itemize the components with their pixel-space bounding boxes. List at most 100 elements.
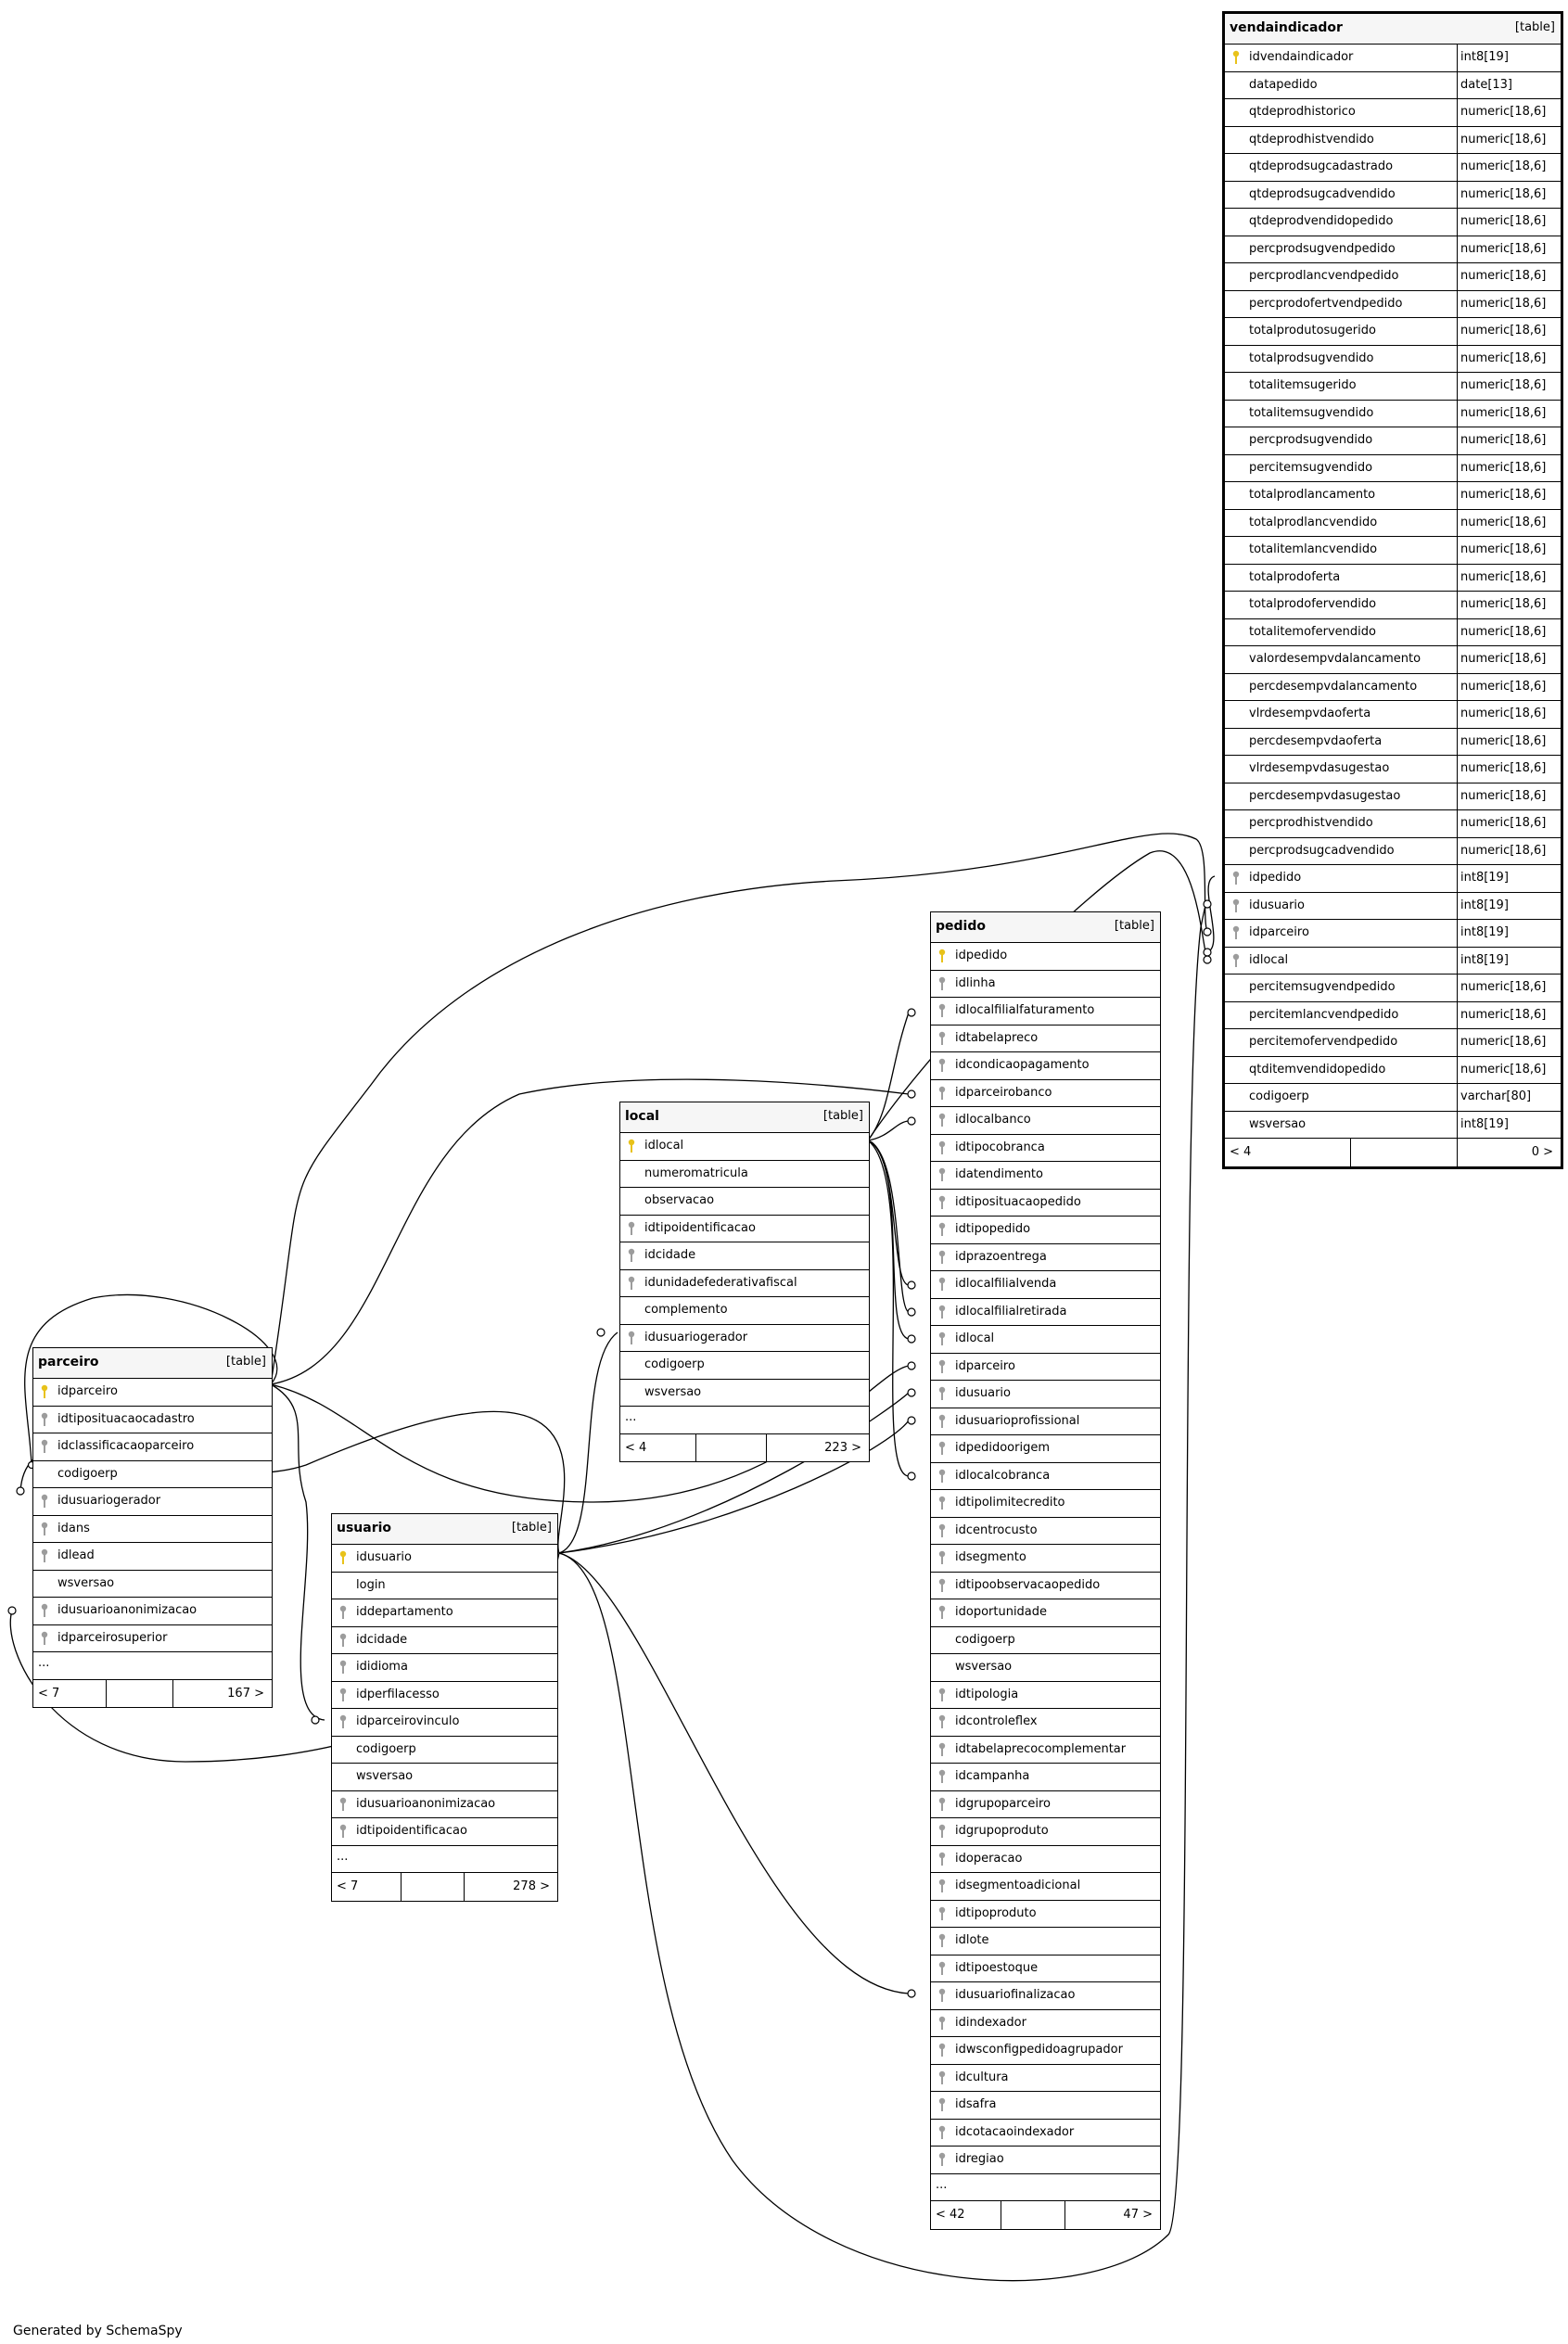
column-row[interactable]: idindexador: [931, 2010, 1160, 2037]
parent-count[interactable]: < 7: [38, 1686, 60, 1701]
column-row[interactable]: idparceirobanco: [931, 1080, 1160, 1107]
column-row[interactable]: codigoerp: [33, 1461, 272, 1488]
column-row[interactable]: idperfilacesso: [332, 1682, 557, 1709]
more-columns-row[interactable]: ...: [332, 1846, 557, 1873]
column-row[interactable]: numeromatricula: [620, 1161, 869, 1188]
column-row[interactable]: idregiao: [931, 2147, 1160, 2174]
column-row[interactable]: codigoerp: [332, 1737, 557, 1764]
column-row[interactable]: idtipocobranca: [931, 1135, 1160, 1162]
column-row[interactable]: idsegmentoadicional: [931, 1873, 1160, 1901]
column-row[interactable]: idcidade: [620, 1242, 869, 1270]
column-row[interactable]: idtipoproduto: [931, 1901, 1160, 1928]
parent-count[interactable]: < 4: [625, 1440, 647, 1455]
parent-count[interactable]: < 4: [1230, 1145, 1252, 1159]
column-row[interactable]: idcidade: [332, 1627, 557, 1654]
column-row[interactable]: idparceiro: [33, 1379, 272, 1407]
column-row[interactable]: idpedido: [931, 943, 1160, 971]
column-row[interactable]: ididioma: [332, 1654, 557, 1682]
child-count[interactable]: 47 >: [1123, 2208, 1153, 2222]
column-row[interactable]: idtipoestoque: [931, 1955, 1160, 1982]
column-row[interactable]: idatendimento: [931, 1162, 1160, 1190]
column-row[interactable]: idlocalfilialfaturamento: [931, 998, 1160, 1026]
table-header[interactable]: local[table]: [620, 1102, 869, 1133]
column-row[interactable]: idlocalcobranca: [931, 1463, 1160, 1490]
column-row[interactable]: idusuariogerador: [620, 1325, 869, 1352]
column-row[interactable]: idoportunidade: [931, 1599, 1160, 1627]
column-row[interactable]: idusuariofinalizacao: [931, 1982, 1160, 2010]
column-row[interactable]: idlinha: [931, 971, 1160, 998]
column-row[interactable]: wsversao: [931, 1654, 1160, 1682]
column-row[interactable]: idsegmento: [931, 1545, 1160, 1573]
column-row[interactable]: idtipologia: [931, 1682, 1160, 1709]
column-row[interactable]: idwsconfigpedidoagrupador: [931, 2037, 1160, 2065]
column-row[interactable]: idcondicaopagamento: [931, 1052, 1160, 1080]
column-row[interactable]: iddepartamento: [332, 1599, 557, 1627]
column-row[interactable]: idparceiro: [931, 1354, 1160, 1381]
column-row[interactable]: wsversao: [33, 1571, 272, 1598]
column-row[interactable]: idtipolimitecredito: [931, 1490, 1160, 1518]
column-row[interactable]: idusuarioprofissional: [931, 1408, 1160, 1435]
column-row[interactable]: idtipoidentificacao: [332, 1818, 557, 1846]
column-row[interactable]: idlocal: [931, 1326, 1160, 1354]
column-row[interactable]: idcontroleflex: [931, 1709, 1160, 1737]
column-row[interactable]: idlead: [33, 1543, 272, 1571]
column-row[interactable]: idoperacao: [931, 1846, 1160, 1873]
table-header[interactable]: vendaindicador[table]: [1225, 14, 1561, 45]
column-row[interactable]: idcultura: [931, 2065, 1160, 2092]
column-row[interactable]: idusuarioanonimizacao: [332, 1791, 557, 1818]
column-row[interactable]: idcentrocusto: [931, 1518, 1160, 1545]
column-row[interactable]: idtabelaprecocomplementar: [931, 1737, 1160, 1764]
column-row[interactable]: idpedidoorigem: [931, 1435, 1160, 1463]
column-row[interactable]: idtiposituacaopedido: [931, 1190, 1160, 1217]
column-row[interactable]: idprazoentrega: [931, 1244, 1160, 1271]
child-count[interactable]: 223 >: [824, 1440, 861, 1455]
column-row[interactable]: observacao: [620, 1188, 869, 1216]
child-count[interactable]: 278 >: [513, 1879, 550, 1893]
column-row[interactable]: idclassificacaoparceiro: [33, 1433, 272, 1461]
column-row[interactable]: idusuario: [332, 1545, 557, 1573]
column-row[interactable]: idlocalfilialretirada: [931, 1299, 1160, 1326]
column-row[interactable]: idunidadefederativafiscal: [620, 1270, 869, 1297]
column-row[interactable]: idtipoidentificacao: [620, 1216, 869, 1242]
child-count[interactable]: 0 >: [1531, 1145, 1553, 1159]
column-row[interactable]: idcotacaoindexador: [931, 2120, 1160, 2147]
parent-count[interactable]: < 7: [337, 1879, 359, 1893]
table-header[interactable]: parceiro[table]: [33, 1348, 272, 1379]
column-row[interactable]: wsversao: [332, 1764, 557, 1791]
column-row[interactable]: idparceirovinculo: [332, 1709, 557, 1737]
column-row[interactable]: idparceirosuperior: [33, 1625, 272, 1652]
child-count[interactable]: 167 >: [227, 1686, 264, 1701]
column-row[interactable]: codigoerp: [620, 1352, 869, 1380]
table-header[interactable]: pedido[table]: [931, 912, 1160, 943]
column-row[interactable]: idgrupoproduto: [931, 1818, 1160, 1846]
